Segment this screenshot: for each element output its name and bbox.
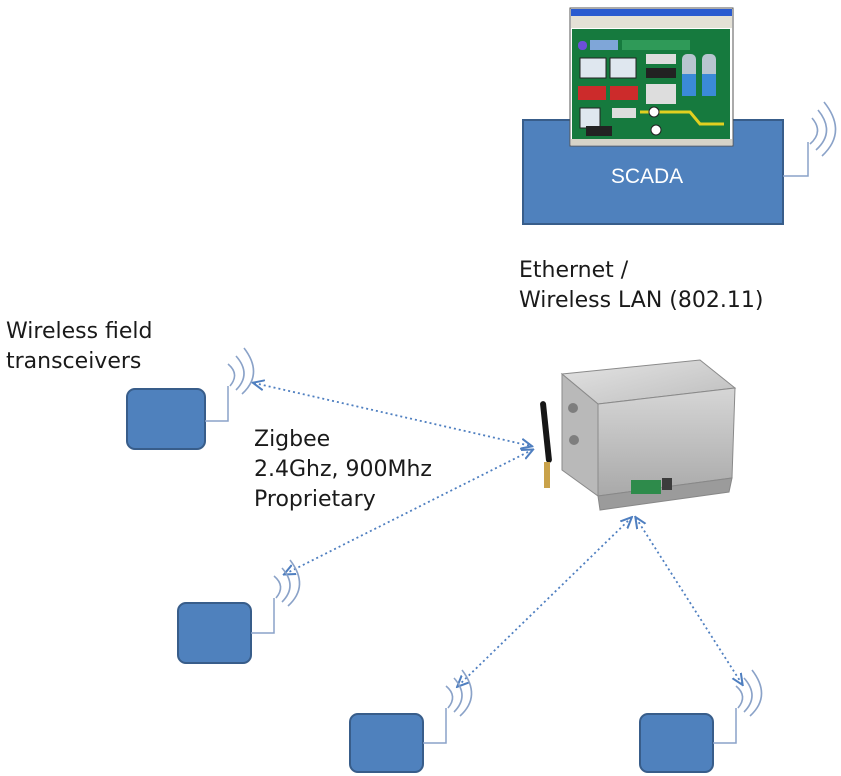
- transceiver-2: [177, 559, 301, 664]
- network-label-line1: Ethernet /: [519, 258, 629, 283]
- wireless-waves-icon: [273, 559, 301, 607]
- scada-antenna-line: [783, 142, 809, 177]
- wireless-links: [254, 383, 742, 686]
- network-label-line2: Wireless LAN (802.11): [519, 288, 764, 313]
- scada-screen-icon: [569, 7, 734, 147]
- field-transceivers-label: Wireless field transceivers: [6, 317, 153, 377]
- radio-label-line1: Zigbee: [254, 427, 331, 452]
- field-label-line1: Wireless field: [6, 319, 153, 344]
- link-bottom-mid: [458, 518, 631, 686]
- transceiver-3: [349, 669, 473, 773]
- scada-label: SCADA: [611, 165, 683, 188]
- link-top-left: [254, 383, 531, 446]
- radio-protocols-label: Zigbee 2.4Ghz, 900Mhz Proprietary: [254, 425, 432, 515]
- gateway-device-icon: [540, 359, 737, 511]
- wireless-waves-icon: [735, 669, 763, 717]
- wireless-waves-icon: [445, 669, 473, 717]
- transceiver-4: [639, 669, 763, 773]
- radio-label-line2: 2.4Ghz, 900Mhz: [254, 457, 432, 482]
- link-mid-left: [285, 450, 532, 574]
- wireless-waves-icon: [227, 347, 255, 395]
- field-label-line2: transceivers: [6, 349, 142, 374]
- radio-label-line3: Proprietary: [254, 487, 376, 512]
- network-label: Ethernet / Wireless LAN (802.11): [519, 256, 763, 316]
- link-bottom-right: [636, 518, 742, 684]
- transceiver-1: [126, 347, 255, 450]
- wireless-waves-icon: [809, 101, 837, 157]
